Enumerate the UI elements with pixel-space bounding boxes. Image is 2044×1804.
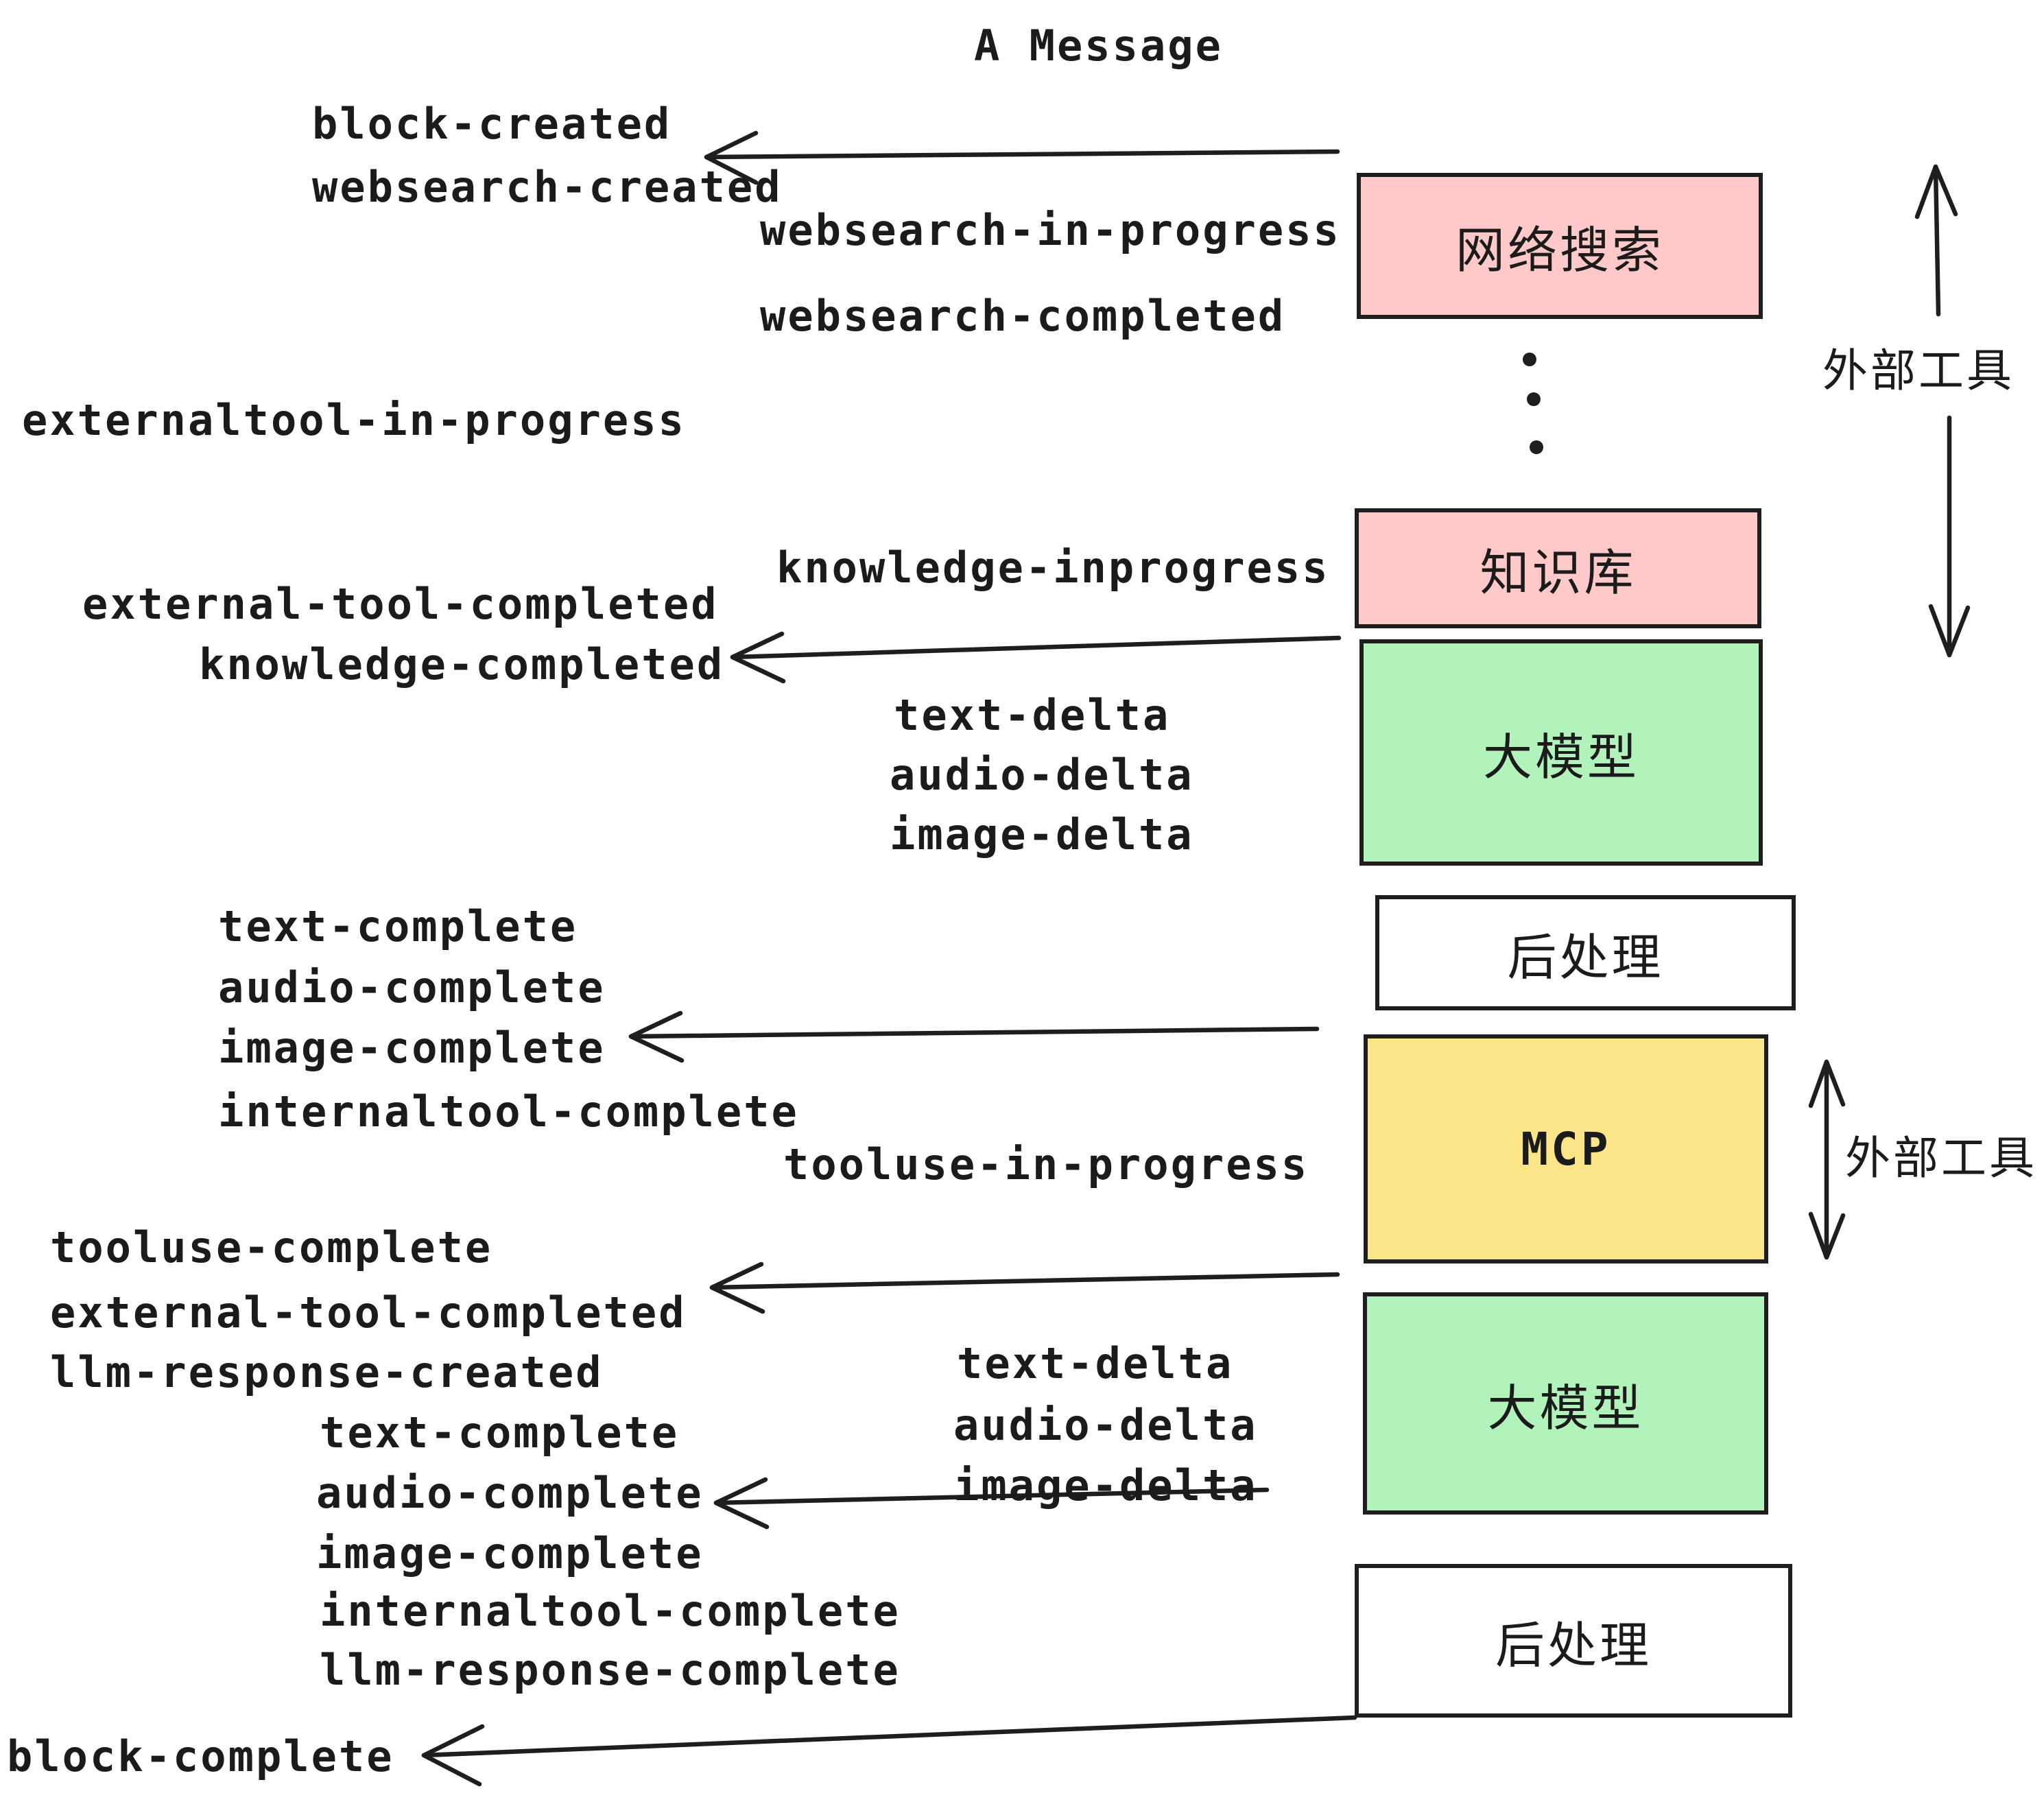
arrow-audio-complete-head bbox=[713, 1477, 770, 1530]
arrow-image-complete-head bbox=[628, 1010, 685, 1063]
external-tools-arrow-up bbox=[1933, 164, 1941, 317]
event-label-image-complete: image-complete bbox=[218, 1023, 606, 1073]
node-postprocess-2-label: 后处理 bbox=[1495, 1616, 1652, 1674]
node-mcp-label: MCP bbox=[1521, 1122, 1611, 1176]
event-label-websearch-completed: websearch-completed bbox=[760, 291, 1286, 341]
node-knowledge-base: 知识库 bbox=[1355, 508, 1761, 628]
external-tools-label-2: 外部工具 bbox=[1845, 1132, 2037, 1185]
arrow-knowledge-completed-head bbox=[730, 631, 786, 684]
event-label-audio-complete-2: audio-complete bbox=[316, 1468, 704, 1518]
ellipsis-dot-1 bbox=[1523, 353, 1536, 366]
ellipsis-dot-3 bbox=[1530, 440, 1543, 454]
node-llm-2-label: 大模型 bbox=[1487, 1379, 1644, 1437]
event-label-tooluse-in-progress: tooluse-in-progress bbox=[783, 1139, 1309, 1189]
node-postprocess-1-label: 后处理 bbox=[1507, 928, 1664, 986]
arrow-websearch-created bbox=[704, 149, 1340, 160]
event-label-knowledge-completed: knowledge-completed bbox=[199, 639, 725, 689]
external-tools-arrow-up-head bbox=[1914, 164, 1958, 219]
arrow-block-complete-head bbox=[421, 1724, 485, 1787]
node-mcp: MCP bbox=[1364, 1034, 1768, 1263]
arrow-tooluse-complete-head bbox=[709, 1261, 765, 1314]
event-label-tooluse-complete: tooluse-complete bbox=[50, 1222, 493, 1272]
external-tools2-arrow-down-head bbox=[1808, 1211, 1846, 1260]
external-tools-arrow-down-head bbox=[1928, 604, 1971, 658]
event-label-text-complete: text-complete bbox=[218, 901, 578, 951]
node-websearch: 网络搜索 bbox=[1357, 173, 1763, 319]
event-label-external-tool-completed-2: external-tool-completed bbox=[50, 1287, 687, 1338]
event-label-websearch-created: websearch-created bbox=[312, 162, 783, 212]
node-llm-2: 大模型 bbox=[1363, 1292, 1768, 1515]
node-llm-1: 大模型 bbox=[1359, 639, 1763, 866]
event-label-audio-complete: audio-complete bbox=[218, 962, 606, 1012]
event-label-llm-response-complete: llm-response-complete bbox=[320, 1645, 901, 1695]
external-tools2-arrow-up-head bbox=[1808, 1059, 1846, 1108]
arrow-tooluse-complete bbox=[709, 1272, 1340, 1290]
event-label-knowledge-inprogress: knowledge-inprogress bbox=[776, 543, 1330, 593]
arrow-block-complete bbox=[421, 1715, 1357, 1758]
event-label-block-created: block-created bbox=[312, 99, 672, 149]
event-label-image-delta-2: image-delta bbox=[953, 1460, 1258, 1510]
node-postprocess-2: 后处理 bbox=[1355, 1564, 1792, 1718]
event-label-image-delta: image-delta bbox=[890, 809, 1194, 859]
arrow-image-complete bbox=[628, 1026, 1320, 1039]
event-label-internaltool-complete: internaltool-complete bbox=[218, 1087, 799, 1137]
event-label-block-complete: block-complete bbox=[7, 1731, 394, 1781]
ellipsis-dot-2 bbox=[1527, 392, 1541, 406]
event-label-external-tool-completed: external-tool-completed bbox=[82, 579, 719, 629]
event-label-text-delta: text-delta bbox=[894, 690, 1171, 740]
event-label-text-complete-2: text-complete bbox=[320, 1408, 680, 1458]
event-label-llm-response-created: llm-response-created bbox=[50, 1347, 604, 1397]
arrow-knowledge-completed bbox=[730, 635, 1342, 660]
diagram-title: A Message bbox=[974, 21, 1223, 71]
event-label-websearch-in-progress: websearch-in-progress bbox=[760, 205, 1341, 255]
event-label-text-delta-2: text-delta bbox=[957, 1338, 1234, 1388]
node-knowledge-base-label: 知识库 bbox=[1479, 544, 1637, 602]
event-label-audio-delta-2: audio-delta bbox=[953, 1400, 1258, 1450]
event-label-audio-delta: audio-delta bbox=[890, 750, 1194, 800]
node-postprocess-1: 后处理 bbox=[1375, 895, 1796, 1010]
event-label-externaltool-in-progress: externaltool-in-progress bbox=[22, 395, 686, 445]
external-tools-label-1: 外部工具 bbox=[1822, 344, 2015, 397]
event-label-internaltool-complete-2: internaltool-complete bbox=[320, 1586, 901, 1636]
node-llm-1-label: 大模型 bbox=[1482, 728, 1639, 786]
node-websearch-label: 网络搜索 bbox=[1455, 222, 1664, 279]
event-label-image-complete-2: image-complete bbox=[316, 1528, 704, 1578]
